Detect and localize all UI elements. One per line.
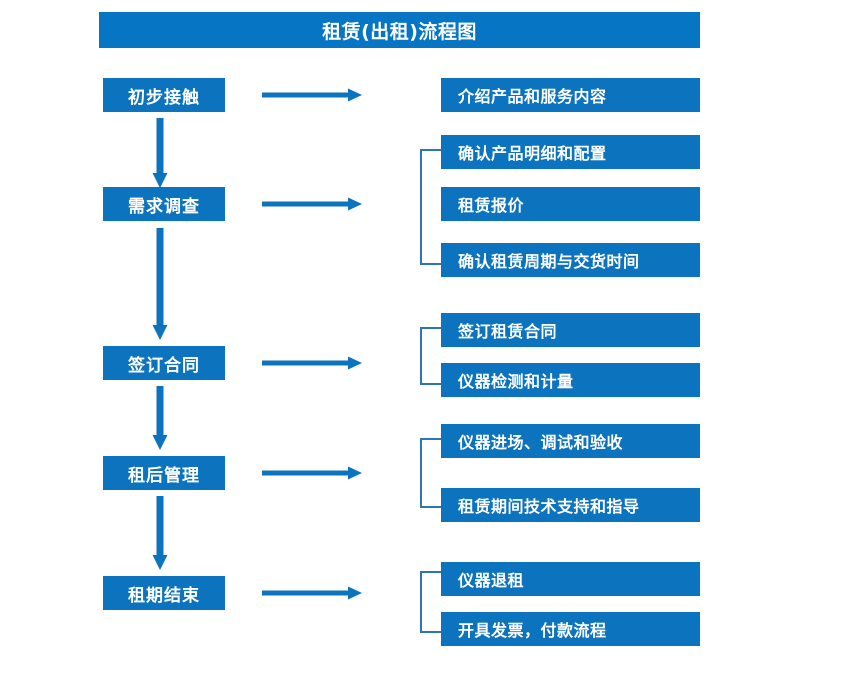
detail-arrow-right-4 <box>262 466 362 480</box>
group-bracket-5 <box>420 571 441 633</box>
group-bracket-2 <box>420 149 441 265</box>
detail-arrow-right-5 <box>262 586 362 600</box>
flow-arrow-down-2 <box>152 228 168 340</box>
flow-arrow-down-4 <box>152 496 168 570</box>
stage-box-post-lease-management: 租后管理 <box>103 456 225 490</box>
stage-box-demand-survey: 需求调查 <box>103 187 225 221</box>
flow-arrow-down-3 <box>152 386 168 450</box>
detail-box-lease-quotation: 租赁报价 <box>441 187 700 221</box>
detail-box-instrument-entry-commissioning-acceptance: 仪器进场、调试和验收 <box>441 424 700 458</box>
detail-box-confirm-lease-period-delivery-time: 确认租赁周期与交货时间 <box>441 243 700 277</box>
flow-arrow-down-1 <box>152 118 168 188</box>
diagram-title: 租赁(出租)流程图 <box>99 12 700 48</box>
detail-box-technical-support-guidance-during-lease: 租赁期间技术支持和指导 <box>441 488 700 522</box>
detail-box-instrument-return: 仪器退租 <box>441 562 700 596</box>
group-bracket-3 <box>420 327 441 385</box>
detail-box-sign-lease-contract: 签订租赁合同 <box>441 313 700 347</box>
stage-box-initial-contact: 初步接触 <box>103 78 225 112</box>
detail-arrow-right-3 <box>262 356 362 370</box>
detail-box-instrument-inspection-metering: 仪器检测和计量 <box>441 363 700 397</box>
detail-box-confirm-product-details-config: 确认产品明细和配置 <box>441 135 700 169</box>
stage-box-sign-contract: 签订合同 <box>103 346 225 380</box>
detail-arrow-right-2 <box>262 197 362 211</box>
detail-arrow-right-1 <box>262 88 362 102</box>
stage-box-lease-end: 租期结束 <box>103 576 225 610</box>
detail-box-introduce-products-services: 介绍产品和服务内容 <box>441 78 700 112</box>
detail-box-invoice-payment-process: 开具发票，付款流程 <box>441 612 700 646</box>
group-bracket-4 <box>420 438 441 508</box>
